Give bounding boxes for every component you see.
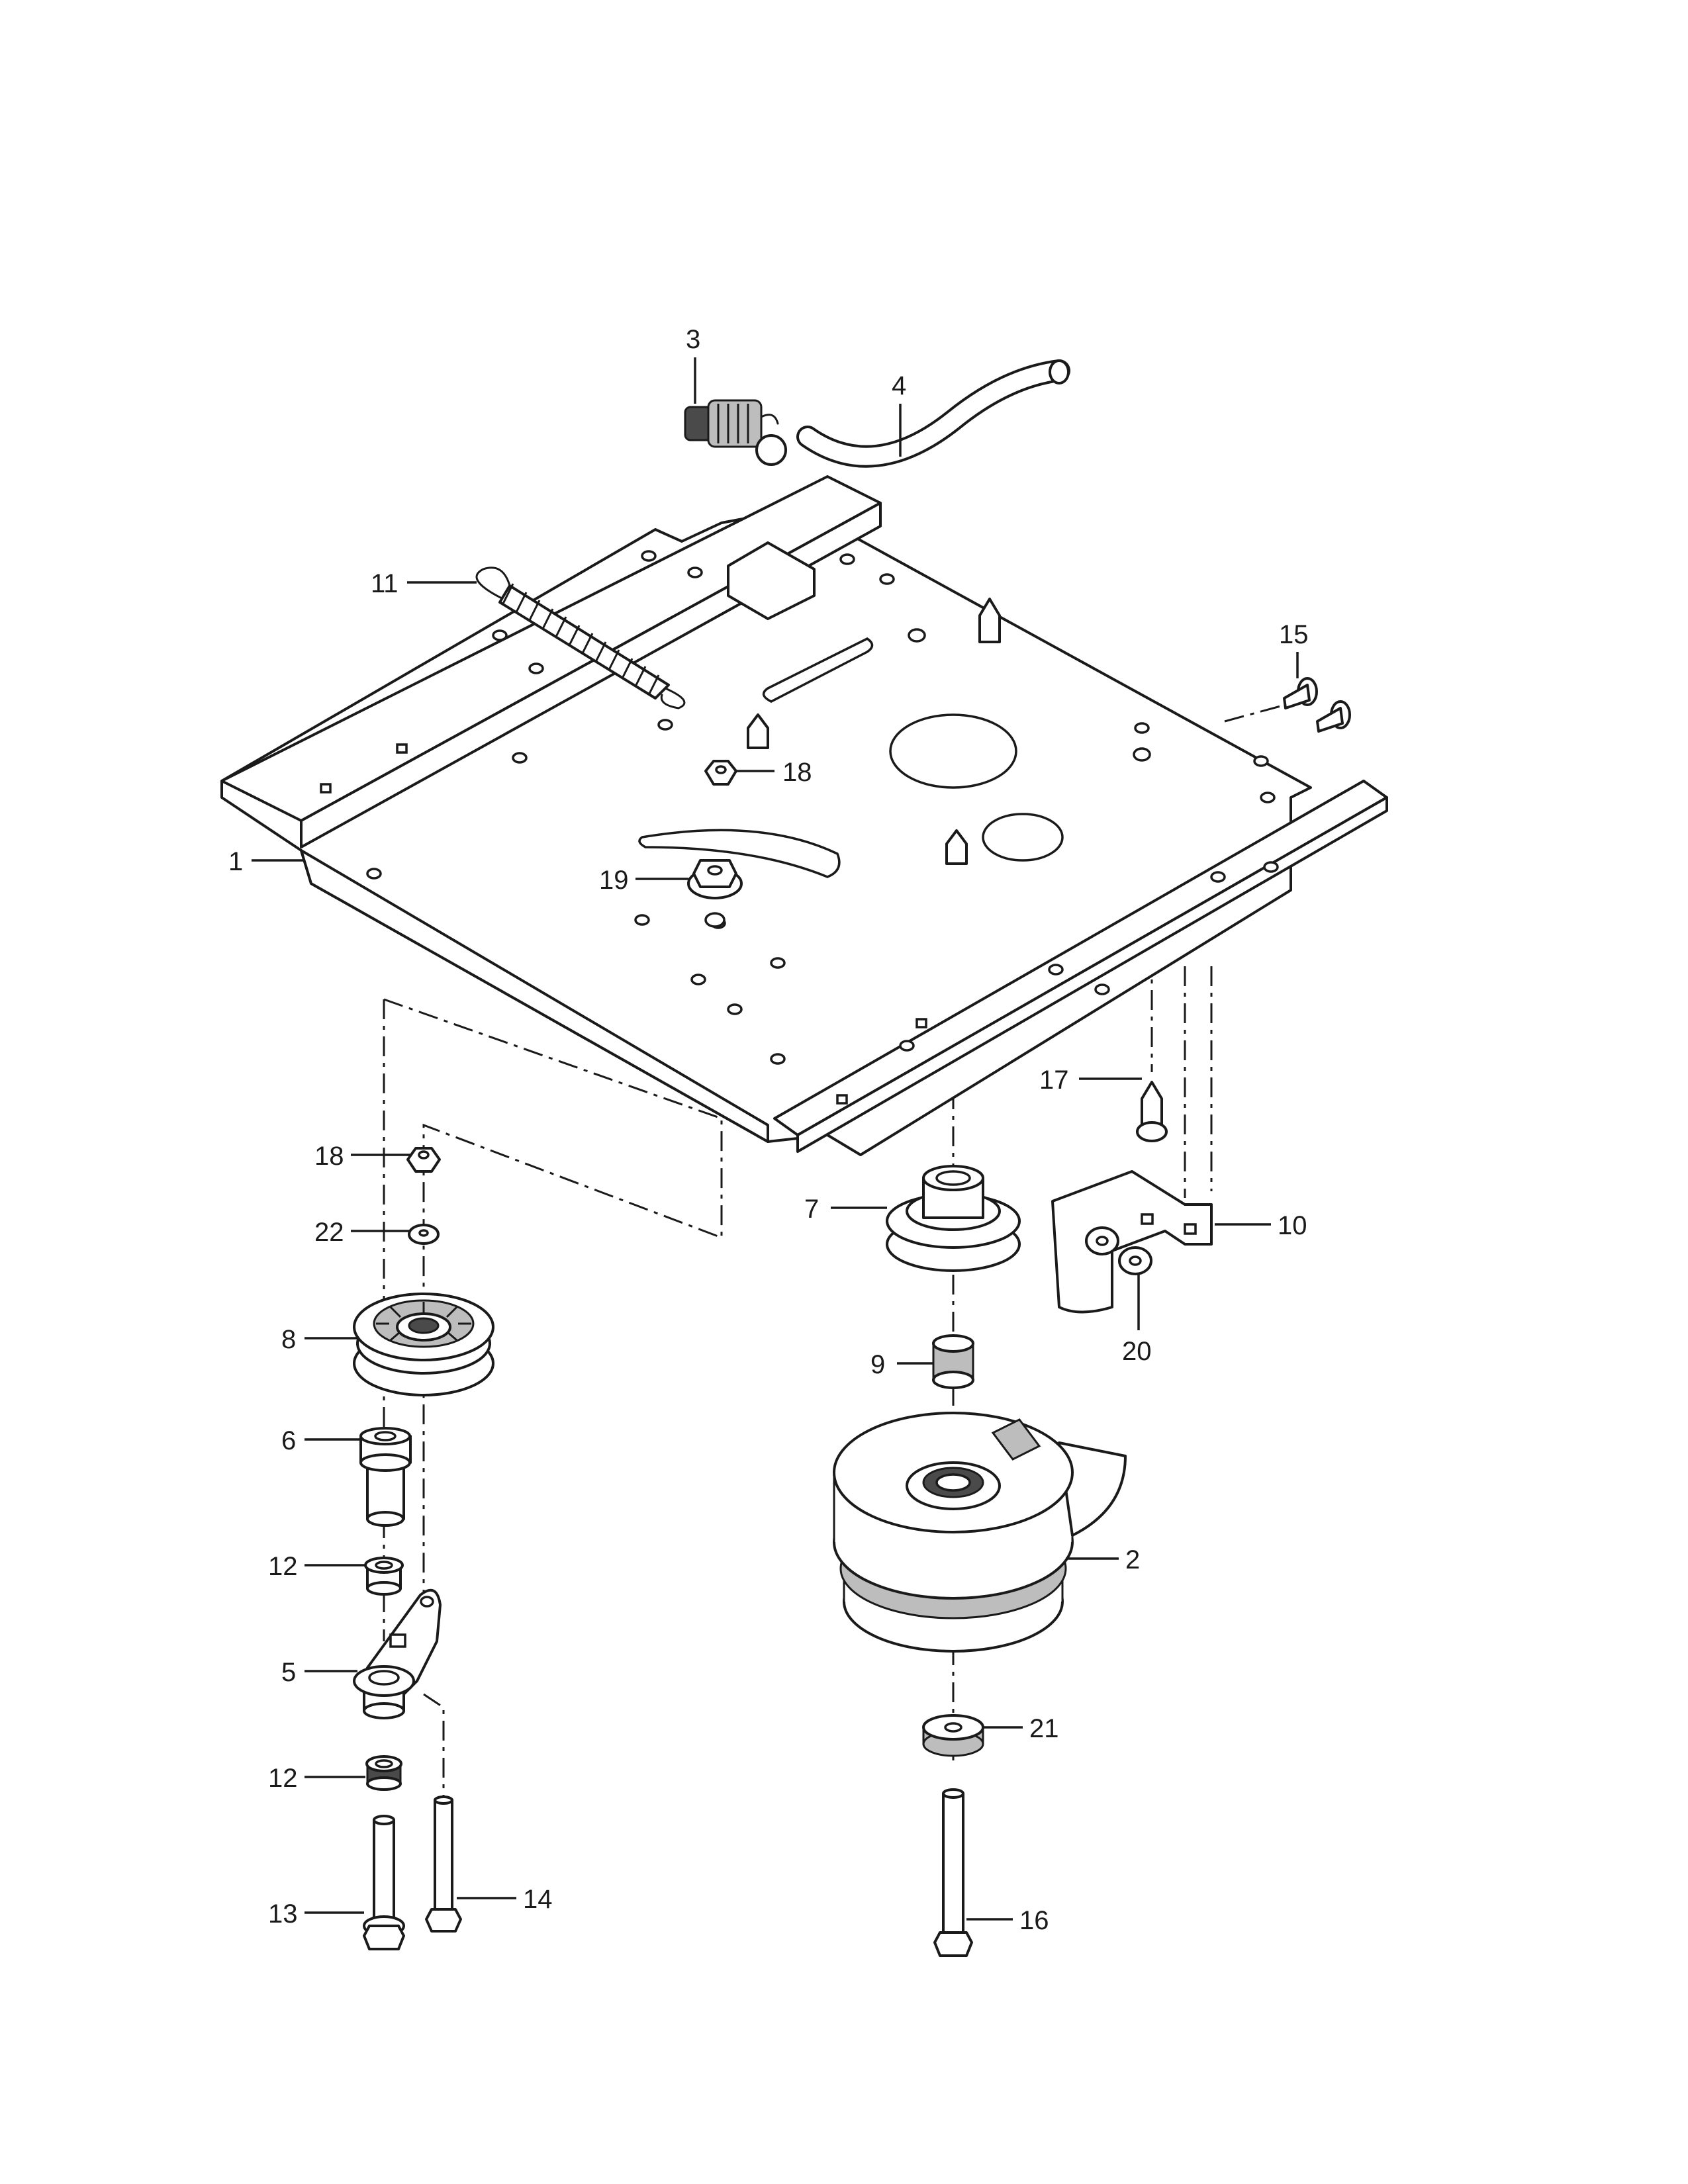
callout-13: 13 (268, 1899, 298, 1929)
callout-15: 15 (1279, 620, 1309, 649)
callout-18-lower: 18 (314, 1142, 344, 1171)
callout-7: 7 (804, 1195, 819, 1224)
carriage-bolts (1283, 677, 1351, 733)
extension-spring (475, 567, 686, 709)
flange-nut (687, 859, 743, 928)
callout-2: 2 (1125, 1545, 1140, 1574)
idler-pulley (353, 1293, 494, 1396)
idler-arm (353, 1588, 442, 1719)
callout-17: 17 (1039, 1066, 1069, 1095)
callout-8: 8 (281, 1325, 296, 1354)
wire-connector (684, 399, 787, 466)
callout-12-upper: 12 (268, 1552, 298, 1581)
hex-nut-lower (406, 1147, 441, 1173)
callout-19: 19 (599, 866, 629, 895)
pulley-upper (886, 1165, 1021, 1272)
callout-6: 6 (281, 1426, 296, 1455)
flange-nuts-bracket (1085, 1226, 1152, 1275)
callout-4: 4 (892, 371, 906, 400)
pulley-bushing (359, 1427, 412, 1527)
hex-nut-top (704, 760, 737, 786)
callout-14: 14 (523, 1885, 553, 1914)
callout-16: 16 (1019, 1906, 1049, 1935)
spacer-bushing (932, 1334, 974, 1389)
callout-labels: 3 4 15 11 18 1 19 17 18 22 7 10 20 8 9 6… (228, 325, 1309, 1935)
callout-18-top: 18 (782, 758, 812, 787)
locating-pin (1136, 1081, 1168, 1142)
electric-clutch (833, 1412, 1127, 1653)
callout-12-lower: 12 (268, 1764, 298, 1793)
callout-20: 20 (1122, 1337, 1152, 1366)
callout-3: 3 (686, 325, 700, 354)
mounting-bracket (1051, 1170, 1213, 1314)
callout-10: 10 (1278, 1211, 1307, 1240)
callout-5: 5 (281, 1658, 296, 1687)
leader-lines (252, 357, 1299, 1921)
base-plate (220, 475, 1388, 1156)
arm-bolt (363, 1815, 405, 1950)
small-washer (408, 1224, 440, 1245)
shoulder-bolt (425, 1796, 462, 1933)
callout-11: 11 (371, 569, 399, 598)
flange-bushing-lower (365, 1755, 402, 1791)
callout-1: 1 (228, 847, 243, 876)
callout-21: 21 (1029, 1714, 1059, 1743)
flange-bushing-upper (364, 1557, 404, 1596)
hose (796, 359, 1070, 468)
callout-9: 9 (870, 1350, 885, 1379)
callout-22: 22 (314, 1218, 344, 1247)
clutch-bolt (933, 1788, 973, 1957)
clutch-washer (922, 1714, 984, 1757)
